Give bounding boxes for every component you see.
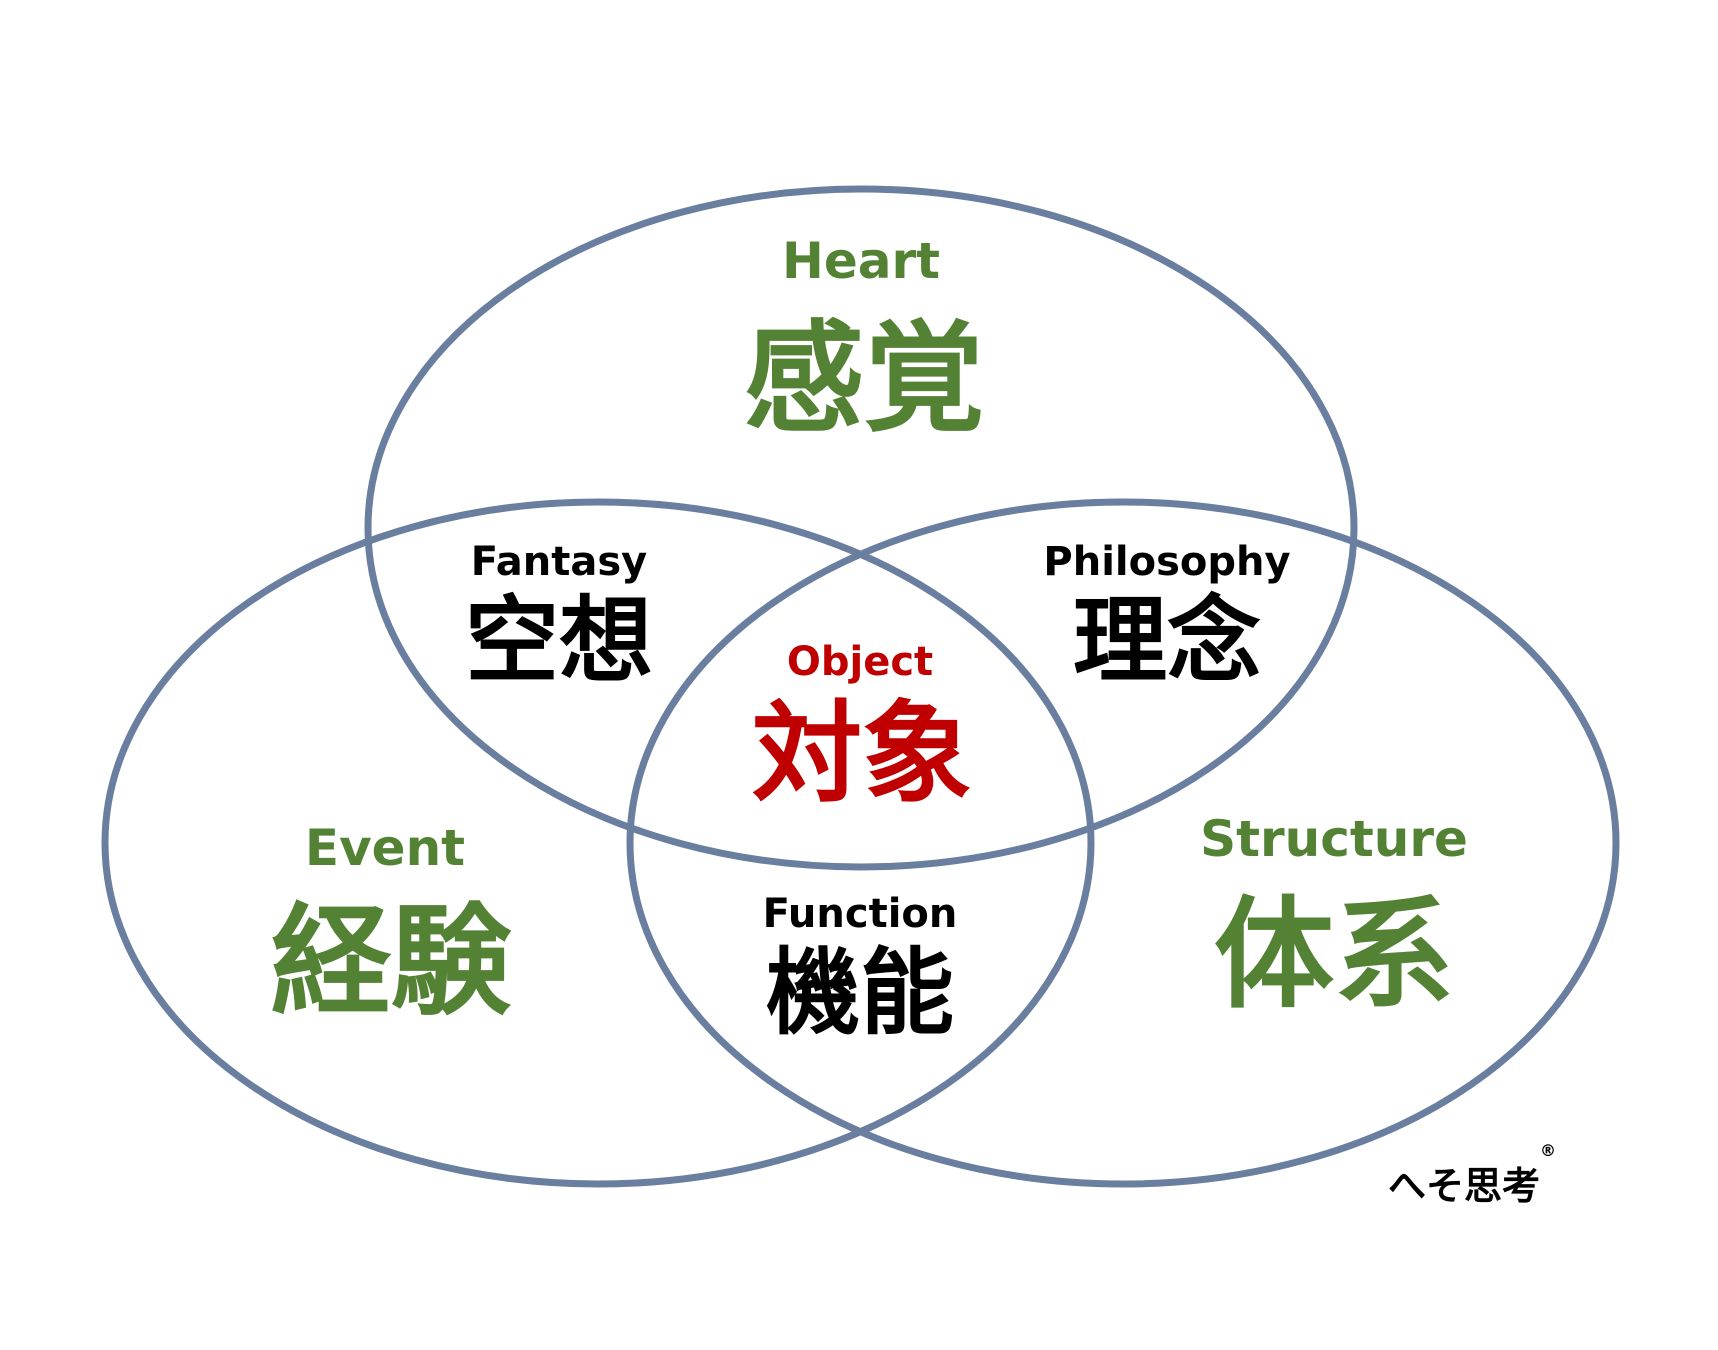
circle-heart	[364, 185, 1358, 871]
circle-event	[101, 498, 1095, 1188]
structure-label-jp: 体系	[1214, 886, 1454, 1025]
function-label-en: Function	[762, 891, 958, 937]
heart-label-en: Heart	[781, 232, 941, 290]
heart-label-jp: 感覚	[744, 310, 984, 449]
fantasy-label-jp: 空想	[464, 587, 654, 696]
event-label-jp: 経験	[271, 893, 511, 1032]
structure-label-en: Structure	[1200, 810, 1468, 868]
circle-structure	[626, 498, 1620, 1188]
logo-text: へそ思考	[1388, 1164, 1541, 1208]
event-label-en: Event	[304, 819, 466, 877]
brand-logo: へそ思考 ®	[1388, 1141, 1556, 1210]
object-label-en: Object	[786, 639, 934, 685]
function-label-jp: 機能	[765, 939, 955, 1048]
fantasy-label-en: Fantasy	[470, 539, 648, 585]
object-label-jp: 対象	[752, 690, 972, 818]
philosophy-label-jp: 理念	[1072, 587, 1262, 696]
philosophy-label-en: Philosophy	[1043, 539, 1291, 585]
registered-mark: ®	[1540, 1141, 1557, 1160]
